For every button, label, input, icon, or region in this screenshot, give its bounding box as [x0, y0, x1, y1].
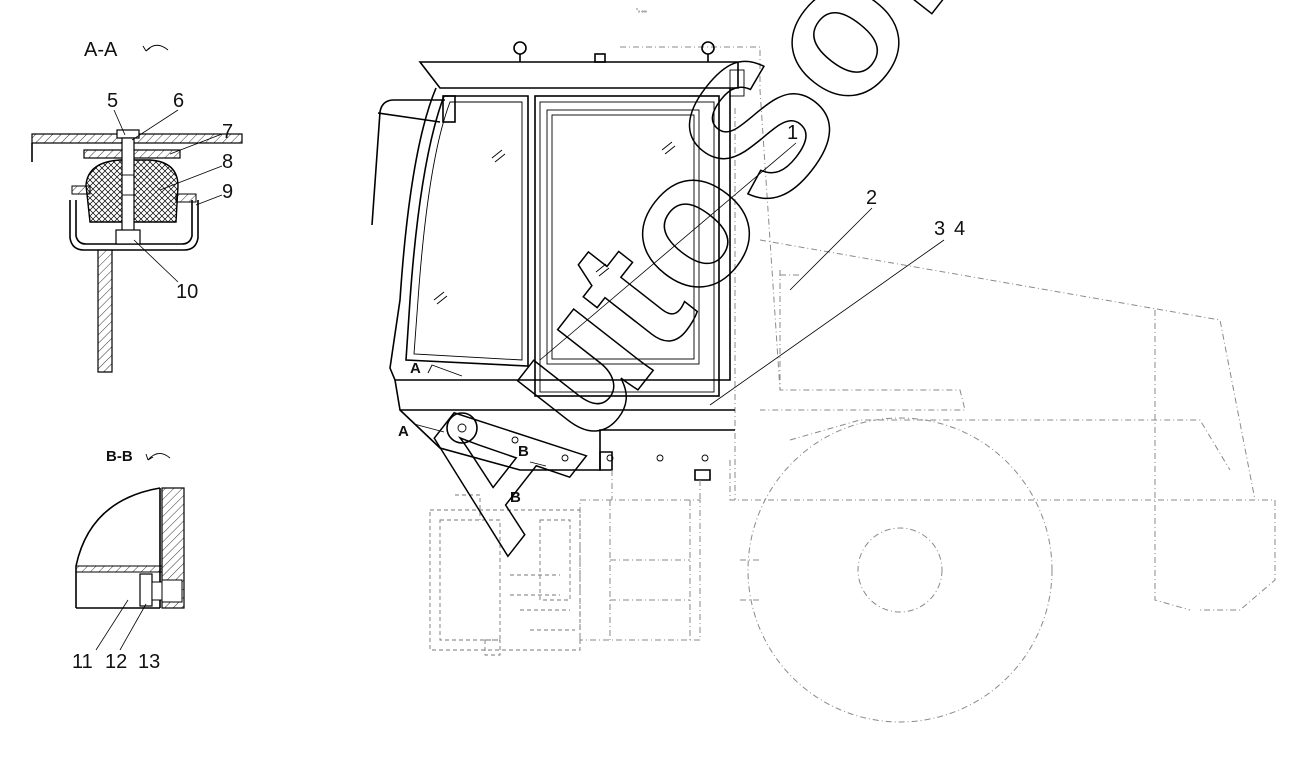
callout-12: 12	[105, 651, 127, 673]
bracket-lip-right	[175, 193, 197, 203]
bracket	[69, 200, 199, 251]
door-window	[546, 109, 700, 365]
mount-cover	[446, 412, 478, 444]
frame-post	[97, 250, 113, 373]
cab-door	[534, 95, 720, 397]
arrow-icon	[413, 423, 445, 433]
arrow-icon	[529, 461, 547, 467]
callout-1: 1	[787, 122, 798, 144]
front-window-glass	[413, 101, 523, 361]
cab	[371, 41, 745, 500]
front-window-frame	[405, 95, 529, 367]
bolt	[121, 137, 135, 239]
section-bb-title: B-B	[106, 448, 133, 465]
bracket-lip-left	[71, 185, 91, 195]
rotation-arrow-icon	[147, 453, 171, 461]
callout-10: 10	[176, 281, 198, 303]
main-callouts: 1 2 3 4	[539, 122, 965, 406]
wheel-outline	[747, 417, 1053, 723]
callout-4: 4	[954, 218, 965, 240]
bb-washer	[151, 581, 163, 601]
callout-9: 9	[222, 181, 233, 203]
callout-13: 13	[138, 651, 160, 673]
mirror-arm	[371, 99, 445, 226]
bb-bolt-head	[139, 573, 153, 607]
cab-body	[389, 87, 731, 381]
callout-7: 7	[222, 121, 233, 143]
cab-roof	[418, 61, 739, 89]
arrow-head-icon	[142, 45, 151, 52]
section-aa: A-A 5 6 7 8 9 10	[31, 39, 243, 373]
bolt-head	[116, 129, 140, 139]
view-marker-a-side: A	[398, 423, 409, 440]
header-small-text: °₈ ₑₑₑ	[636, 8, 647, 14]
section-bb: B-B 11 12 13	[72, 448, 185, 673]
bb-wall	[161, 487, 185, 609]
callout-3: 3	[934, 218, 945, 240]
view-markers: A A B B	[398, 360, 547, 506]
callout-11: 11	[72, 651, 93, 673]
callout-2: 2	[866, 187, 877, 209]
arrow-head-icon	[145, 453, 154, 461]
view-marker-a-top: A	[410, 360, 421, 377]
bb-curve	[75, 487, 161, 567]
callout-5: 5	[107, 90, 118, 112]
arrow-icon	[427, 364, 463, 377]
bb-nut	[161, 579, 183, 603]
section-aa-title: A-A	[84, 39, 118, 61]
view-marker-b-top: B	[518, 443, 529, 460]
machine-context-outline	[429, 46, 1276, 723]
callout-8: 8	[222, 151, 233, 173]
view-marker-b-bottom: B	[510, 489, 521, 506]
callout-6: 6	[173, 90, 184, 112]
bb-floor	[75, 565, 163, 573]
wheel-hub	[857, 527, 943, 613]
